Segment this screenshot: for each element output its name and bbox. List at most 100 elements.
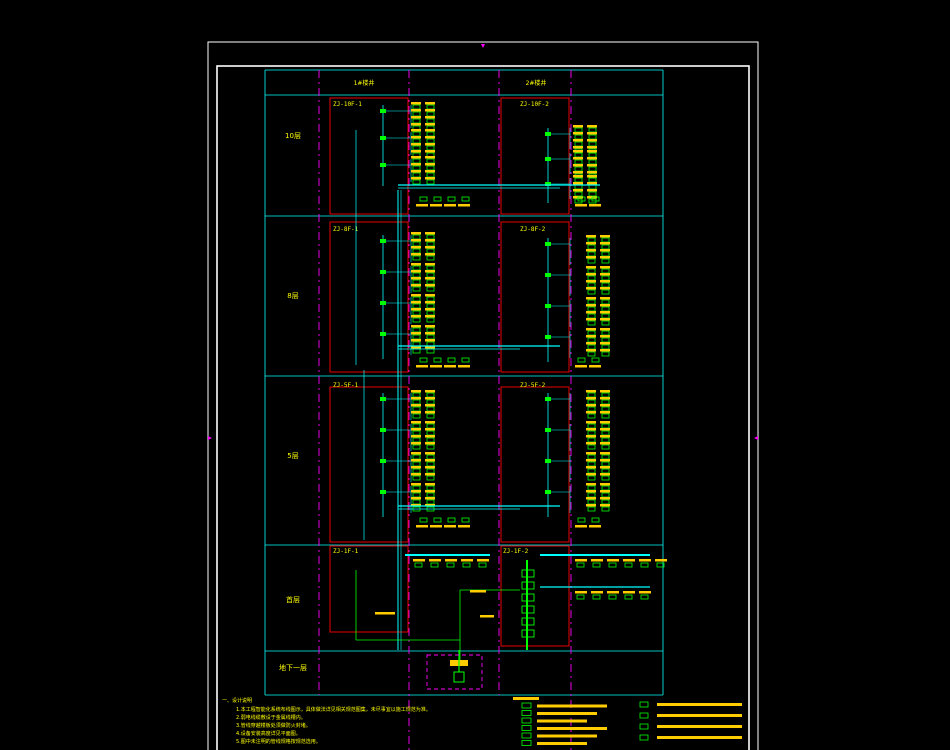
legend-symbol-right (639, 723, 649, 730)
label-bar (586, 328, 596, 331)
label-bar (444, 365, 456, 368)
junction (545, 490, 551, 494)
label-bar (444, 204, 456, 207)
label-bar (589, 525, 601, 528)
floor-label-5: 5层 (287, 452, 298, 460)
label-bar (425, 497, 435, 500)
device-symbol (446, 562, 455, 568)
label-bar (411, 325, 421, 328)
label-bar (586, 304, 596, 307)
label-bar (411, 411, 421, 414)
label-bar (425, 315, 435, 318)
note-line-2: 2.弱电线缆敷设于金属线槽内。 (236, 714, 306, 721)
device-symbol (478, 562, 487, 568)
label-bar (425, 466, 435, 469)
device-symbol (601, 475, 610, 481)
label-bar (425, 325, 435, 328)
label-bar (425, 346, 435, 349)
label-bar (600, 411, 610, 414)
legend-text-bar-right (657, 736, 742, 739)
label-bar (600, 490, 610, 493)
legend-text-bar (537, 704, 607, 708)
label-bar (411, 170, 421, 173)
header-shaft-2: 2#楼井 (526, 79, 547, 87)
legend-symbol (521, 740, 532, 746)
label-bar (425, 136, 435, 139)
label-bar (586, 421, 596, 424)
device-symbol (591, 357, 600, 363)
device-symbol (461, 196, 470, 202)
label-bar (589, 204, 601, 207)
label-bar (425, 504, 435, 507)
label-bar (411, 315, 421, 318)
label-bar (411, 504, 421, 507)
cabinet-unit (521, 581, 535, 590)
device-symbol (587, 475, 596, 481)
legend-symbol-right (639, 712, 649, 719)
junction (545, 273, 551, 277)
label-bar (425, 156, 435, 159)
label-bar (425, 102, 435, 105)
device-symbol (587, 444, 596, 450)
label-bar (425, 435, 435, 438)
junction (380, 459, 386, 463)
label-bar (586, 256, 596, 259)
label-bar (586, 466, 596, 469)
junction (380, 270, 386, 274)
label-bar (600, 342, 610, 345)
legend-text-bar (537, 742, 587, 745)
device-symbol (412, 286, 421, 292)
label-bar (477, 559, 489, 562)
label-bar (458, 525, 470, 528)
basement-equipment-box (426, 654, 483, 690)
label-bar (425, 123, 435, 126)
label-bar (600, 442, 610, 445)
label-bar (600, 397, 610, 400)
label-bar (411, 284, 421, 287)
label-bar (586, 266, 596, 269)
header-shaft-1: 1#楼井 (354, 79, 375, 87)
label-bar (600, 318, 610, 321)
device-symbol (624, 562, 633, 568)
device-symbol (576, 562, 585, 568)
floor-label-1: 首层 (286, 595, 300, 604)
label-bar (425, 339, 435, 342)
device-symbol (461, 517, 470, 523)
label-bar (425, 277, 435, 280)
label-bar (480, 615, 494, 618)
device-symbol (426, 444, 435, 450)
box-label-5f-1: ZJ-5F-1 (333, 382, 359, 389)
label-bar (575, 525, 587, 528)
label-bar (586, 297, 596, 300)
label-bar (444, 525, 456, 528)
note-line-1: 1.本工程智能化系统布线图示，具体做法详见相关规范图集，未尽事宜以施工规范为准。 (236, 706, 431, 713)
label-bar (425, 490, 435, 493)
device-symbol (462, 562, 471, 568)
junction (380, 163, 386, 167)
label-bar (600, 504, 610, 507)
cabinet-unit (521, 629, 535, 638)
box-label-8f-1: ZJ-8F-1 (333, 226, 359, 233)
label-bar (458, 204, 470, 207)
junction (545, 428, 551, 432)
label-bar (430, 365, 442, 368)
junction (380, 397, 386, 401)
legend-text-bar (537, 712, 597, 715)
junction (380, 301, 386, 305)
junction (545, 397, 551, 401)
device-symbol (591, 196, 600, 202)
label-bar (425, 284, 435, 287)
label-bar (586, 435, 596, 438)
device-symbol (412, 255, 421, 261)
device-symbol (608, 594, 617, 600)
legend-symbol (521, 725, 532, 731)
right-center-marker (754, 436, 758, 440)
label-bar (411, 263, 421, 266)
legend-symbol-right (639, 701, 649, 708)
device-symbol (587, 289, 596, 295)
label-bar (411, 270, 421, 273)
label-bar (411, 232, 421, 235)
label-bar (600, 328, 610, 331)
box-label-5f-2: ZJ-5F-2 (520, 382, 546, 389)
